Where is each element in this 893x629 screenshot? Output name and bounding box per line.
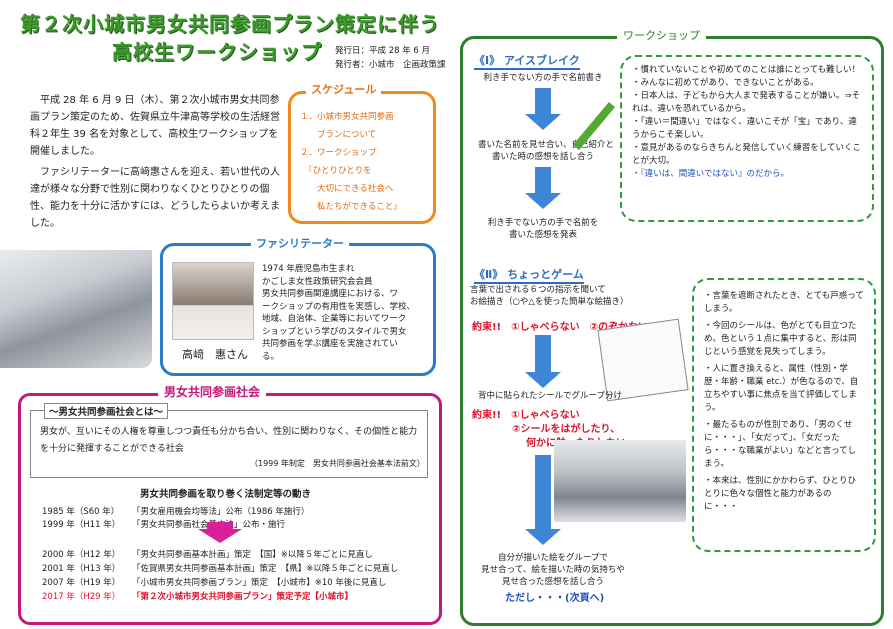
facilitator-portrait bbox=[172, 262, 254, 340]
section1-notes-box bbox=[620, 55, 874, 222]
section1-notes: ・慣れていないことや初めてのことは誰にとっても難しい！ ・みんなに初めてがあり、… bbox=[632, 64, 862, 181]
intro-paragraph-2: ファシリテーターに高﨑惠さんを迎え、若い世代の人達が様々な分野で性別に関わりなく… bbox=[30, 167, 280, 229]
section2-title: 《Ⅱ》 ちょっとゲーム bbox=[474, 266, 584, 284]
facilitator-bio: 1974 年鹿児島市生まれ かごしま女性政策研究会会員 男女共同参画関連講座にお… bbox=[262, 263, 422, 363]
flow-arrow-shaft bbox=[535, 88, 551, 114]
bio-line: ークショップの有用性を実感し、学校、 bbox=[262, 301, 416, 312]
flow-arrow-head bbox=[525, 114, 561, 130]
intro-paragraph-1: 平成 28 年 6 月 9 日（木）、第２次小城市男女共同参画プラン策定のため、… bbox=[30, 95, 280, 157]
law-year: 1999 年（H11 年） bbox=[42, 520, 121, 530]
law-year: 2007 年（H19 年） bbox=[42, 578, 121, 588]
note-line: ・みんなに初めてがあり、できないことがある。 bbox=[632, 78, 819, 88]
flow-arrow-shaft bbox=[535, 167, 551, 193]
note-line: ・意見があるのならきちんと発信していく練習をしていくことが大切。 bbox=[632, 143, 861, 166]
note-line: ・人に置き換えると、属性（性別・学歴・年齢・職業 etc.）が色なるので、自立ち… bbox=[704, 364, 859, 413]
law-text: 「男女共同参画基本計画」策定 【国】※以降５年ごとに見直し bbox=[132, 550, 373, 560]
note-line: ・日本人は、子どもから大人まで発表することが嫌い。⇒それは、違いを恐れているから… bbox=[632, 91, 861, 114]
society-text: 男女が、互いにその人権を尊重しつつ責任も分かち合い、性別に関わりなく、その個性と… bbox=[40, 427, 418, 454]
law-year: 2001 年（H13 年） bbox=[42, 564, 121, 574]
law-text: 「第２次小城市男女共同参画プラン」策定予定【小城市】 bbox=[132, 592, 354, 602]
section2-promise1: 約束!! ①しゃべらない ②のぞかない bbox=[472, 322, 649, 333]
law-year: 2017 年（H29 年） bbox=[42, 592, 121, 602]
law-year: 2000 年（H12 年） bbox=[42, 550, 121, 560]
schedule-item: 私たちができること』 bbox=[300, 202, 402, 212]
society-source: （1999 年制定 男女共同参画社会基本法前文） bbox=[250, 459, 425, 468]
flow-arrow-head bbox=[525, 372, 561, 388]
gender-equality-heading: 男女共同参画社会 bbox=[158, 383, 267, 400]
section2-step2: 背中に貼られたシールでグループ分け bbox=[478, 391, 622, 401]
section2-footer: ただし・・・(次頁へ) bbox=[505, 593, 605, 604]
schedule-heading: スケジュール bbox=[306, 81, 382, 97]
title-line2: 高校生ワークショップ bbox=[112, 40, 322, 64]
section1-step3: 利き手でない方の手で名前を 書いた感想を発表 bbox=[487, 218, 599, 240]
bio-line: 共同参画を学ぶ講座を実施されてい bbox=[262, 339, 398, 349]
law-text: 「男女雇用機会均等法」公布（1986 年施行） bbox=[132, 507, 310, 517]
schedule-item: 『ひとりひとりを bbox=[300, 166, 372, 176]
facilitator-heading: ファシリテーター bbox=[251, 235, 349, 251]
timeline-arrow-bar bbox=[207, 522, 233, 530]
note-line: ・最たるものが性別であり、「男のくせに・・・」、「女だって」、「女だったら・・・… bbox=[704, 420, 857, 469]
law-text: 「佐賀県男女共同参画基本計画」策定 【県】※以降５年ごとに見直し bbox=[132, 564, 399, 574]
section2-notes: ・言葉を遮断されたとき、とても戸惑ってしまう。 ・今回のシールは、色がとても目立… bbox=[704, 290, 864, 514]
title-line1: 第２次小城市男女共同参画プラン策定に伴う bbox=[20, 12, 440, 36]
facilitator-name: 高﨑 惠さん bbox=[182, 348, 248, 361]
note-line: ・今回のシールは、色がとても目立つため、色という１点に集中すると、形は同じという… bbox=[704, 321, 857, 357]
section2-promise2: ②シールをはがしたり、 bbox=[512, 424, 621, 435]
intro-text: 平成 28 年 6 月 9 日（木）、第２次小城市男女共同参画プラン策定のため、… bbox=[30, 92, 282, 236]
publisher: 発行者：小城市 企画政策課 bbox=[335, 60, 446, 70]
section1-step1: 利き手でない方の手で名前書き bbox=[483, 73, 603, 83]
bio-line: かごしま女性政策研究会会員 bbox=[262, 276, 373, 287]
bio-line: 1974 年鹿児島市生まれ bbox=[262, 264, 355, 274]
note-line: ・本来は、性別にかかわらず、ひとりひとりに色々な個性と能力があるのに・・・ bbox=[704, 476, 856, 512]
issue-date: 発行日：平成 28 年 6 月 bbox=[335, 46, 431, 56]
law-year: 1985 年（S60 年） bbox=[42, 507, 120, 517]
schedule-list: １．小城市男女共同参画 プランについて ２．ワークショップ 『ひとりひとりを 大… bbox=[300, 108, 424, 216]
bio-line: ショップという学びのスタイルで男女 bbox=[262, 326, 407, 337]
note-line: ・言葉を遮断されたとき、とても戸惑ってしまう。 bbox=[704, 291, 864, 314]
flow-arrow-shaft bbox=[535, 335, 551, 373]
section2-notes-box bbox=[692, 278, 876, 552]
section2-step1: 言葉で出される６つの指示を聞いて お絵描き（○や△を使った簡単な絵描き） bbox=[470, 285, 629, 307]
bio-line: 男女共同参画関連講座における、ワ bbox=[262, 289, 399, 299]
schedule-item: 大切にできる社会へ bbox=[300, 184, 394, 194]
society-definition-box bbox=[30, 410, 428, 478]
classroom-photo bbox=[0, 250, 152, 368]
schedule-item: １．小城市男女共同参画 bbox=[300, 112, 394, 122]
drawing-sample bbox=[597, 318, 689, 402]
schedule-item: プランについて bbox=[300, 130, 377, 140]
section1-step2: 書いた名前を見せ合い、自己紹介と 書いた時の感想を話し合う bbox=[478, 140, 615, 162]
publication-info: 発行日：平成 28 年 6 月 発行者：小城市 企画政策課 bbox=[335, 44, 446, 72]
section1-title: 《Ⅰ》 アイスブレイク bbox=[474, 52, 580, 70]
timeline-arrow-head bbox=[198, 529, 242, 543]
society-heading: ～男女共同参画社会とは～ bbox=[44, 403, 169, 419]
note-line: ・『違いは、間違いではない』のだから。 bbox=[632, 169, 789, 179]
flow-arrow-shaft bbox=[535, 455, 551, 530]
flow-arrow-head bbox=[525, 193, 561, 209]
game-photo bbox=[554, 440, 686, 522]
workshop-heading: ワークショップ bbox=[617, 27, 706, 43]
law-text: 「小城市男女共同参画プラン」策定 【小城市】※10 年後に見直し bbox=[132, 578, 387, 588]
note-line: ・「違い＝間違い」ではなく、違いこそが「宝」であり、違うからこそ楽しい。 bbox=[632, 117, 857, 140]
bio-line: る。 bbox=[262, 351, 280, 362]
bio-line: 地域、自治体、企業等においてワーク bbox=[262, 314, 407, 324]
schedule-item: ２．ワークショップ bbox=[300, 148, 377, 158]
laws-heading: 男女共同参画を取り巻く法制定等の動き bbox=[140, 489, 312, 500]
flow-arrow-head bbox=[525, 529, 561, 545]
note-line: ・慣れていないことや初めてのことは誰にとっても難しい！ bbox=[632, 65, 861, 75]
section2-step3: 自分が描いた絵をグループで 見せ合って、絵を描いた時の気持ちや 見せ合った感想を… bbox=[481, 553, 625, 587]
section2-promise2: 約束!! ①しゃべらない bbox=[472, 410, 580, 421]
